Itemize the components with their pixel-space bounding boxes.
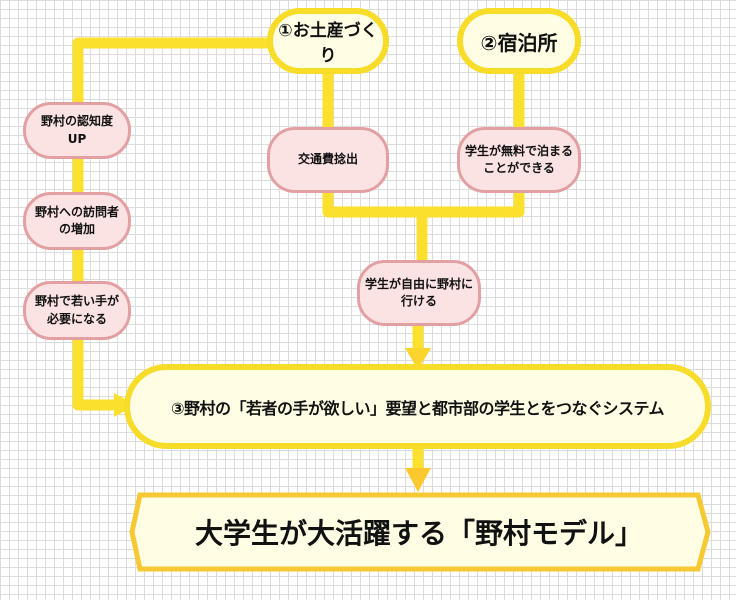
arrow-head-result xyxy=(405,468,431,492)
node-lodging-label: ②宿泊所 xyxy=(480,30,558,55)
node-free-visit: 学生が自由に野村に 行ける xyxy=(357,260,481,326)
node-free-stay: 学生が無料で泊まる ことができる xyxy=(457,127,581,193)
node-souvenir: ①お土産づくり xyxy=(267,8,389,74)
node-lodging: ②宿泊所 xyxy=(457,8,581,74)
node-travel-cost: 交通費捻出 xyxy=(267,127,389,193)
result-hexagon xyxy=(129,492,711,572)
node-awareness: 野村の認知度 UP xyxy=(23,102,131,159)
node-young-hands: 野村で若い手が 必要になる xyxy=(23,281,131,340)
result-title: 大学生が大活躍する「野村モデル」 xyxy=(194,517,643,550)
arrow-head-system xyxy=(405,348,431,370)
node-souvenir-label: ①お土産づくり xyxy=(278,21,378,66)
node-visitors: 野村への訪問者 の増加 xyxy=(23,192,131,250)
node-system: ③野村の「若者の手が欲しい」要望と都市部の学生とをつなぐシステム xyxy=(124,364,711,449)
connector-merge xyxy=(322,190,525,218)
